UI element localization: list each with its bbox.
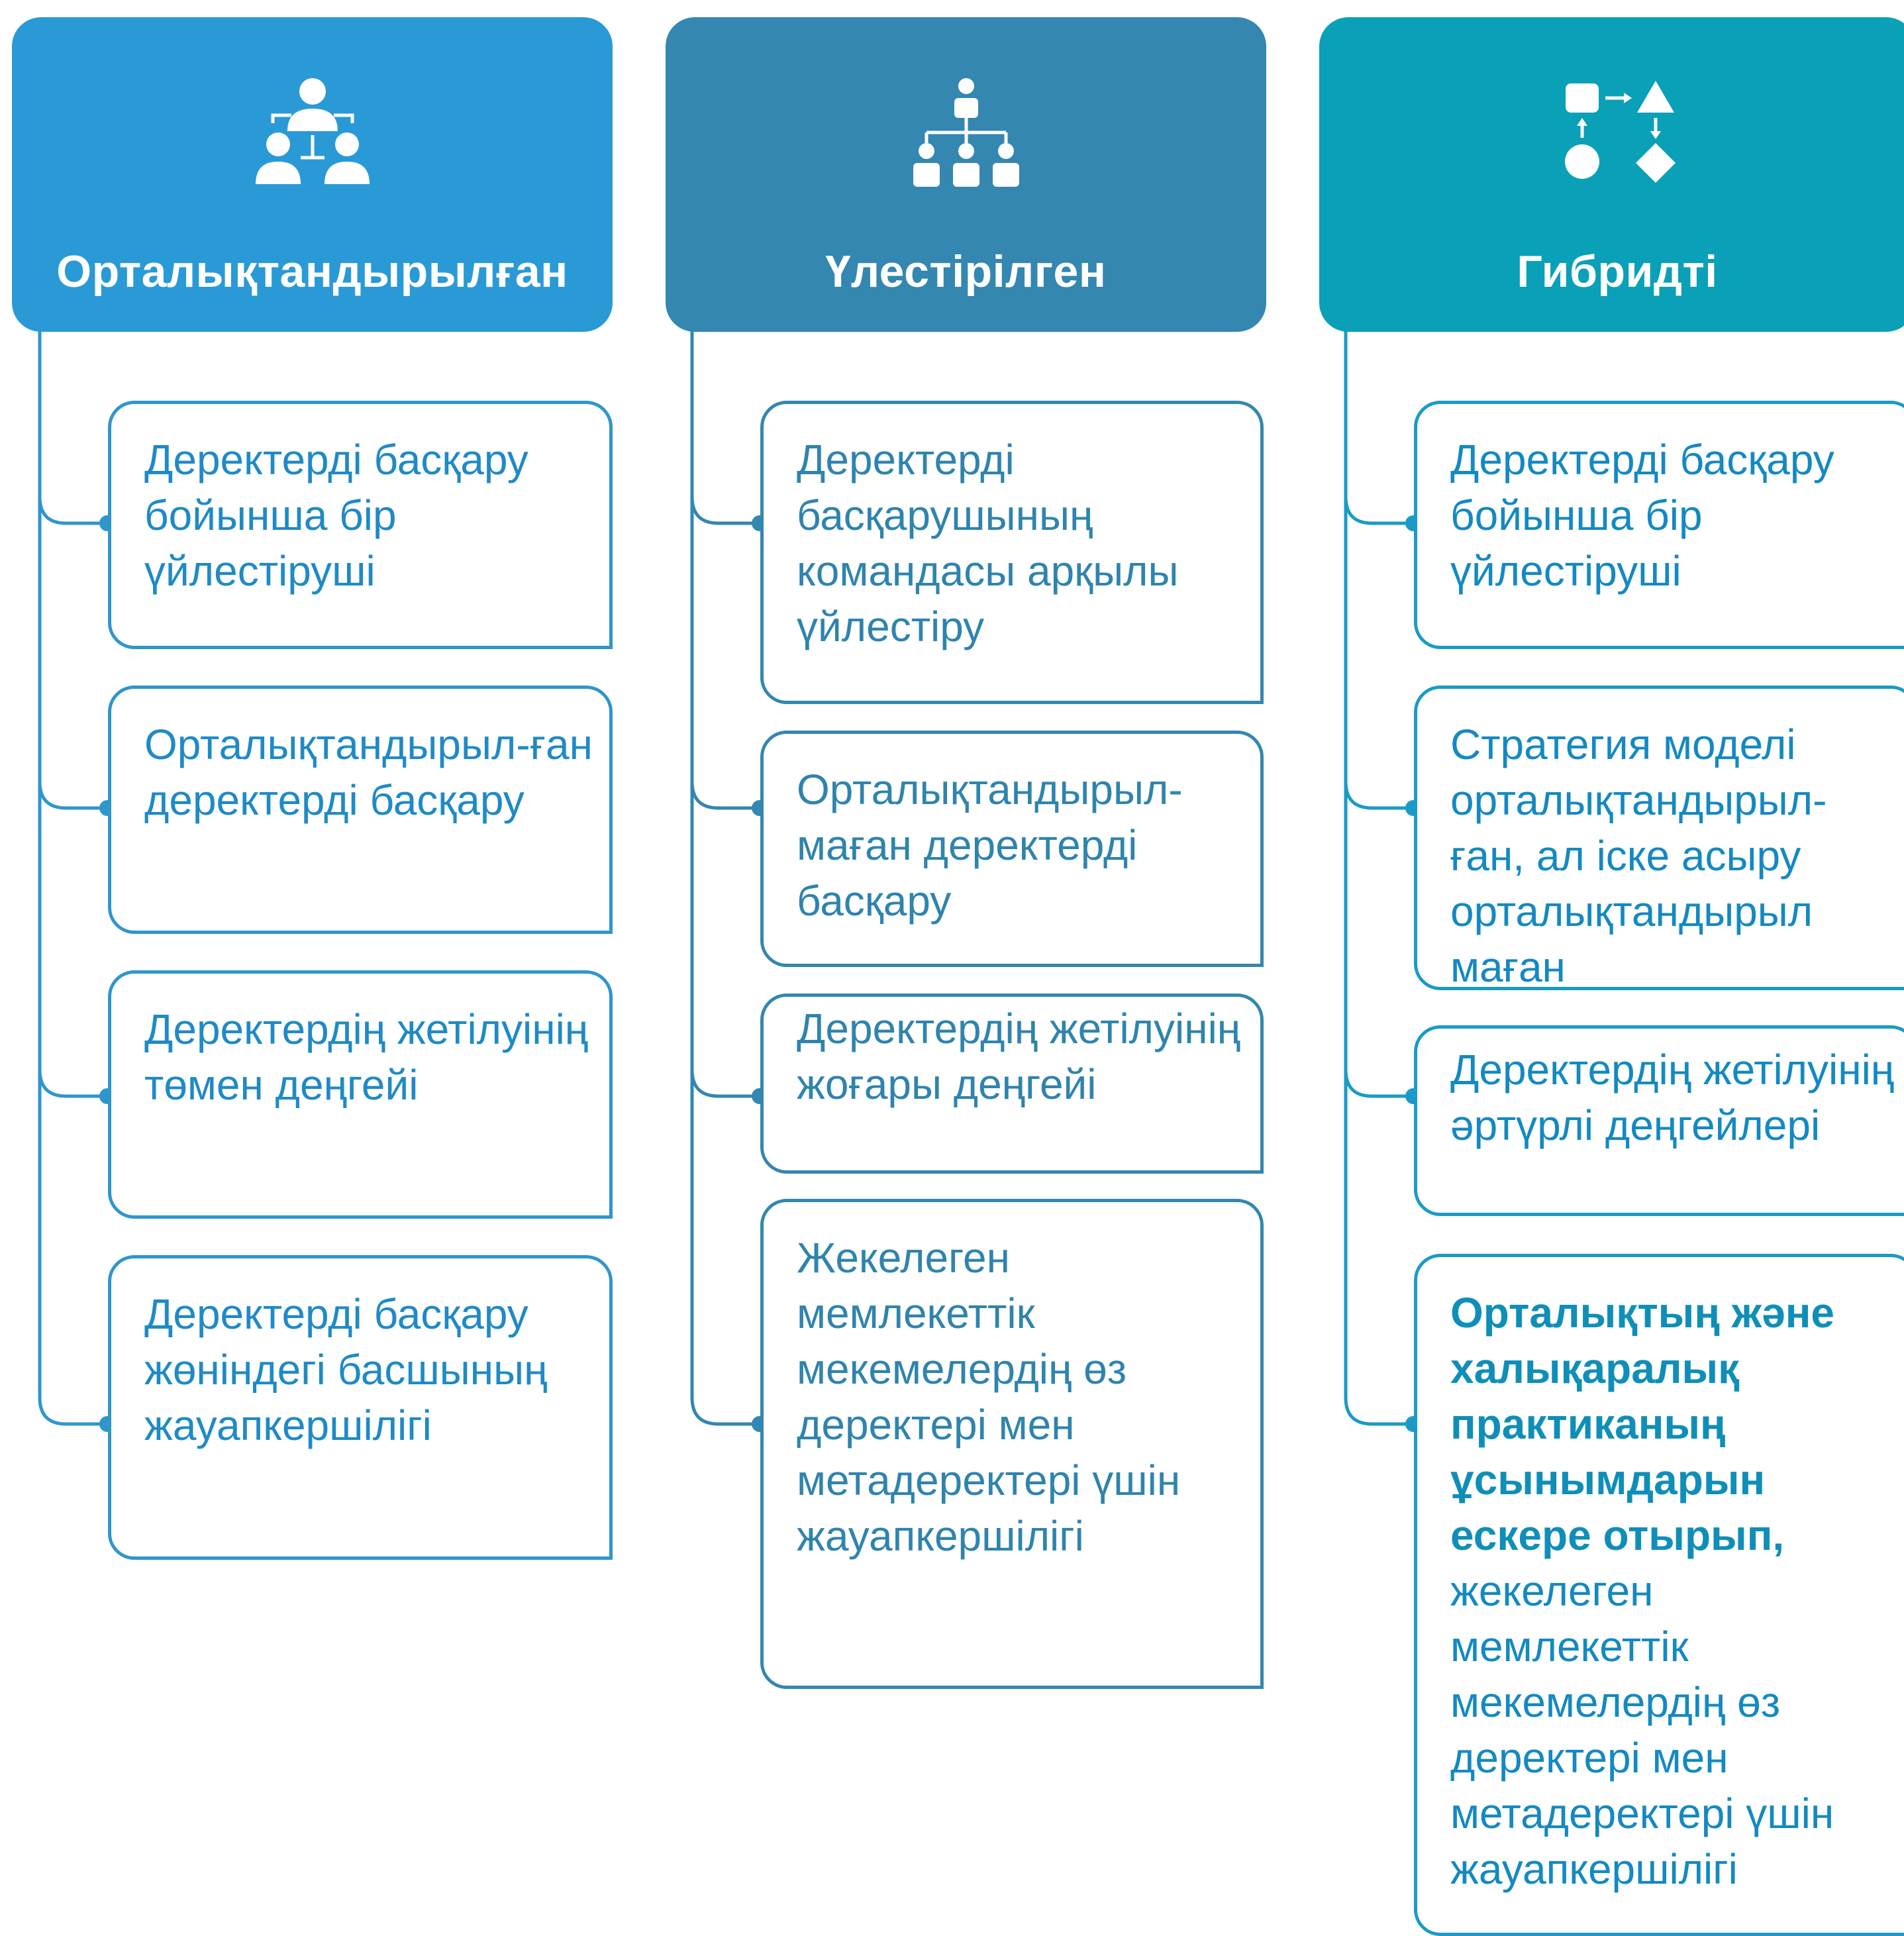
- list-item: Деректерді басқару бойынша бір үйлестіру…: [108, 401, 613, 649]
- column-title: Үлестірілген: [825, 246, 1107, 297]
- list-item: Орталықтандырыл-ған деректерді басқару: [108, 686, 613, 934]
- list-item: Деректерді басқару жөніндегі басшының жа…: [108, 1255, 613, 1560]
- centralized-people-hierarchy-icon: [12, 77, 613, 209]
- list-item: Орталықтандырыл-маған деректерді басқару: [760, 731, 1264, 967]
- column-title: Орталықтандырылған: [56, 246, 568, 297]
- list-item: Деректердің жетілуінің жоғары деңгейі: [760, 993, 1264, 1174]
- list-item: Орталықтың және халықаралық практиканың …: [1414, 1254, 1904, 1936]
- list-item: Деректердің жетілуінің төмен деңгейі: [108, 970, 613, 1219]
- emphasis-text: Орталықтың және халықаралық практиканың …: [1450, 1289, 1834, 1559]
- header-hybrid: Гибридті: [1319, 17, 1904, 332]
- shapes-flow-icon: [1319, 77, 1904, 209]
- header-centralized: Орталықтандырылған: [12, 17, 613, 332]
- list-item: Деректерді басқару бойынша бір үйлестіру…: [1414, 401, 1904, 649]
- header-distributed: Үлестірілген: [666, 17, 1266, 332]
- column-title: Гибридті: [1517, 246, 1718, 297]
- item-text: жекелеген мемлекеттік мекемелердің өз де…: [1450, 1567, 1834, 1893]
- list-item: Стратегия моделі орталықтандырыл-ған, ал…: [1414, 686, 1904, 991]
- org-chart-icon: [666, 77, 1266, 209]
- list-item: Жекелеген мемлекеттік мекемелердің өз де…: [760, 1199, 1264, 1689]
- list-item: Деректердің жетілуінің әртүрлі деңгейлер…: [1414, 1025, 1904, 1216]
- list-item: Деректерді басқарушының командасы арқылы…: [760, 401, 1264, 704]
